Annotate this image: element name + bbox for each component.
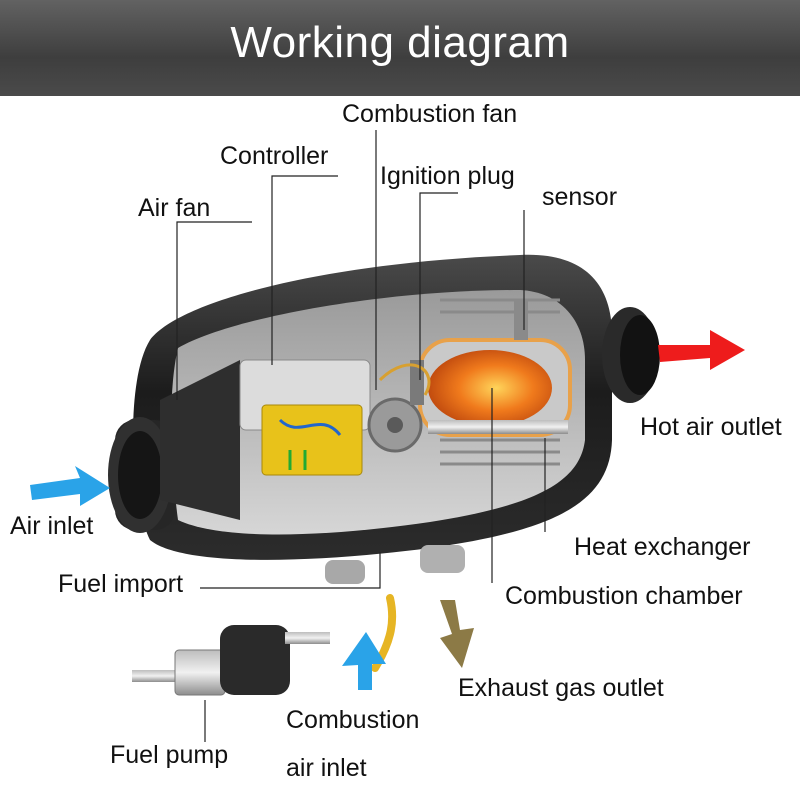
label-controller: Controller <box>220 142 329 170</box>
combustion-chamber <box>418 338 572 437</box>
label-combustion-fan: Combustion fan <box>342 100 518 128</box>
label-hot-air-outlet: Hot air outlet <box>640 413 782 441</box>
sensor <box>514 300 528 340</box>
label-combustion-chamber: Combustion chamber <box>505 582 743 610</box>
label-air-fan: Air fan <box>138 194 211 222</box>
label-exhaust-gas-outlet: Exhaust gas outlet <box>458 674 664 702</box>
air-inlet-arrow-icon <box>30 466 110 506</box>
controller <box>239 359 371 476</box>
diagram-title: Working diagram <box>230 18 570 67</box>
combustion-fan <box>367 397 423 453</box>
label-air-inlet: Air inlet <box>10 512 94 540</box>
label-combustion-air-inlet-line2: air inlet <box>286 754 367 782</box>
label-fuel-pump: Fuel pump <box>110 741 229 769</box>
leader-lines <box>176 130 546 742</box>
bottom-ports <box>325 545 465 584</box>
label-ignition-plug: Ignition plug <box>380 162 515 190</box>
label-combustion-air-inlet-line1: Combustion <box>286 706 420 734</box>
title-banner: Working diagram <box>0 0 800 96</box>
exhaust-arrow-icon <box>440 600 474 668</box>
hot-air-arrow-icon <box>658 330 745 370</box>
label-heat-exchanger: Heat exchanger <box>574 533 751 561</box>
heat-exchanger <box>440 298 560 466</box>
combustion-air-arrow-icon <box>342 632 386 690</box>
label-fuel-import: Fuel import <box>58 570 184 598</box>
label-sensor: sensor <box>542 183 618 211</box>
fuel-pump <box>132 625 330 696</box>
